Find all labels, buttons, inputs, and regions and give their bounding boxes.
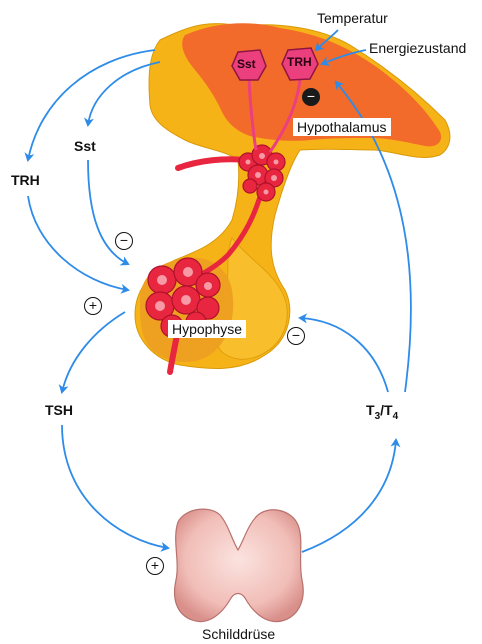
label-tsh: TSH <box>45 402 73 418</box>
label-hypothalamus: Hypothalamus <box>293 118 391 136</box>
label-schilddruese: Schilddrüse <box>202 626 275 642</box>
t4-letter: /T <box>380 402 392 418</box>
arrow-thyroid-to-t3t4 <box>302 440 396 552</box>
plus-sign-trh: + <box>84 297 102 315</box>
label-trh-cell: TRH <box>287 55 312 69</box>
portal-vessel-upper <box>178 159 245 168</box>
t3-letter: T <box>366 402 375 418</box>
minus-sign-sst: − <box>115 232 133 250</box>
thyroid-gland <box>175 509 304 621</box>
label-energiezustand: Energiezustand <box>369 40 466 56</box>
minus-sign-hypophyse: − <box>287 327 305 345</box>
label-sst-left: Sst <box>74 138 96 154</box>
arrow-tsh-to-thyroid <box>62 425 168 548</box>
arrow-t3t4-to-hypophyse <box>300 318 388 392</box>
label-sst-cell: Sst <box>237 57 256 71</box>
label-hypophyse: Hypophyse <box>168 320 246 338</box>
arrow-trh-to-hypophyse <box>28 196 128 290</box>
t4-subscript: 4 <box>393 411 399 422</box>
plus-sign-tsh: + <box>146 557 164 575</box>
label-trh-left: TRH <box>11 172 40 188</box>
label-temperatur: Temperatur <box>317 10 388 26</box>
label-t3-t4: T3/T4 <box>366 402 398 422</box>
arrow-hypophyse-to-tsh <box>62 312 125 392</box>
minus-sign-hypothalamus: − <box>302 88 320 106</box>
